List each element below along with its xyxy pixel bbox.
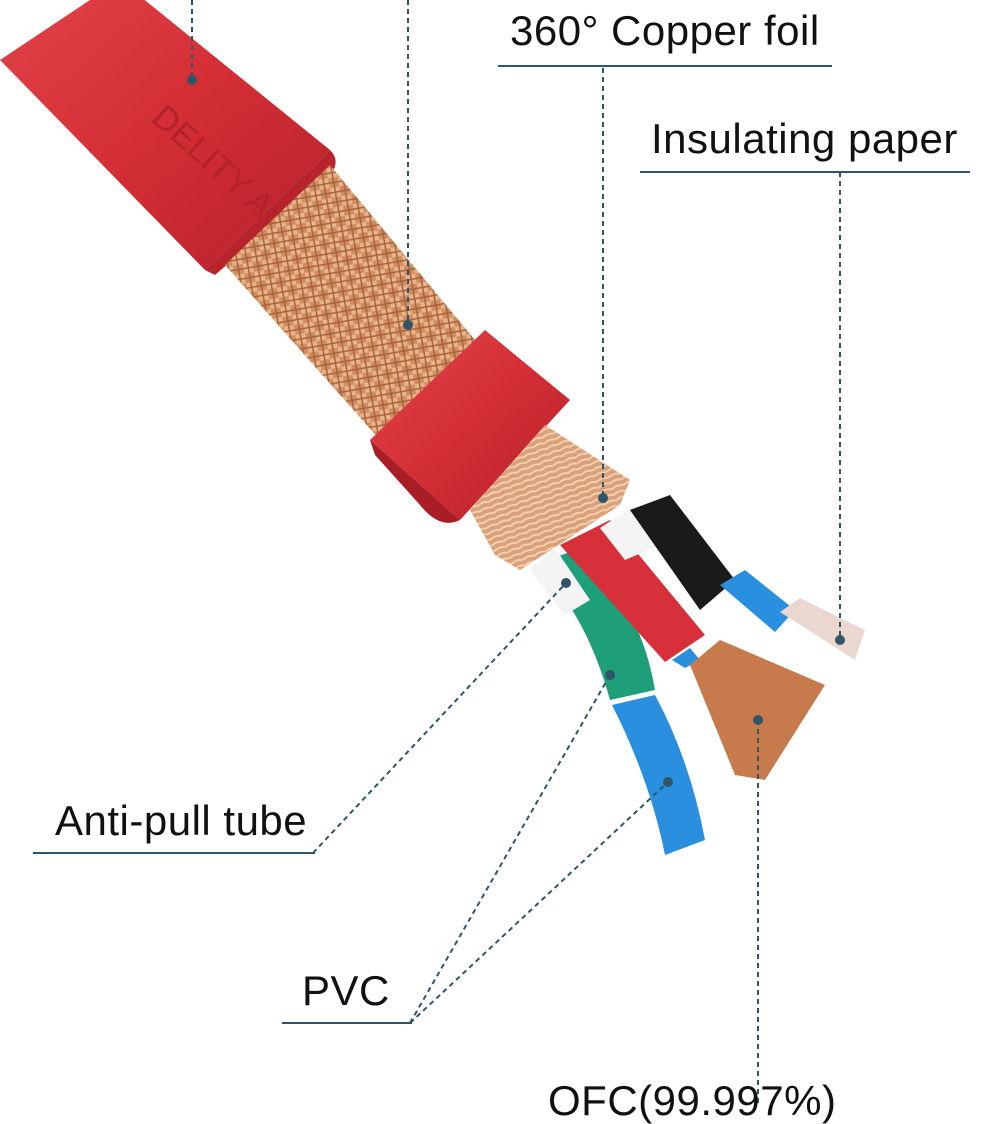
- label-copper-foil: 360° Copper foil: [510, 7, 820, 54]
- dot-insulating-paper: [835, 635, 845, 645]
- red-wire: [560, 505, 705, 662]
- braided-shield: [225, 165, 475, 440]
- leader-dots: [187, 75, 845, 787]
- blue-wire-upper: [720, 570, 795, 632]
- label-anti-pull-tube: Anti-pull tube: [55, 797, 308, 844]
- leader-pvc-blue: [409, 781, 669, 1024]
- dot-pvc-blue: [663, 777, 673, 787]
- copper-foil: [470, 425, 630, 570]
- label-insulating-paper: Insulating paper: [651, 115, 958, 162]
- black-wire: [630, 495, 735, 610]
- dot-jacket: [187, 75, 197, 85]
- dot-anti-pull: [561, 578, 571, 588]
- rule-insulating-paper: [640, 171, 970, 173]
- blue-wire-lower: [612, 695, 705, 855]
- label-pvc: PVC: [302, 967, 390, 1014]
- rule-copper-foil: [498, 65, 832, 67]
- label-ofc: OFC(99.997%): [548, 1077, 837, 1124]
- leader-anti-pull: [312, 582, 567, 854]
- ofc-strands: [690, 640, 825, 780]
- leader-lines: [191, 0, 841, 1104]
- dot-ofc: [753, 715, 763, 725]
- dot-braid: [403, 320, 413, 330]
- rule-anti-pull-tube: [33, 852, 315, 854]
- leader-pvc-green: [409, 674, 611, 1024]
- dot-pvc-green: [605, 670, 615, 680]
- dot-copper-foil: [598, 493, 608, 503]
- rule-pvc: [282, 1022, 412, 1024]
- anti-pull-ring: [370, 330, 570, 523]
- insulating-paper-tip: [780, 598, 865, 660]
